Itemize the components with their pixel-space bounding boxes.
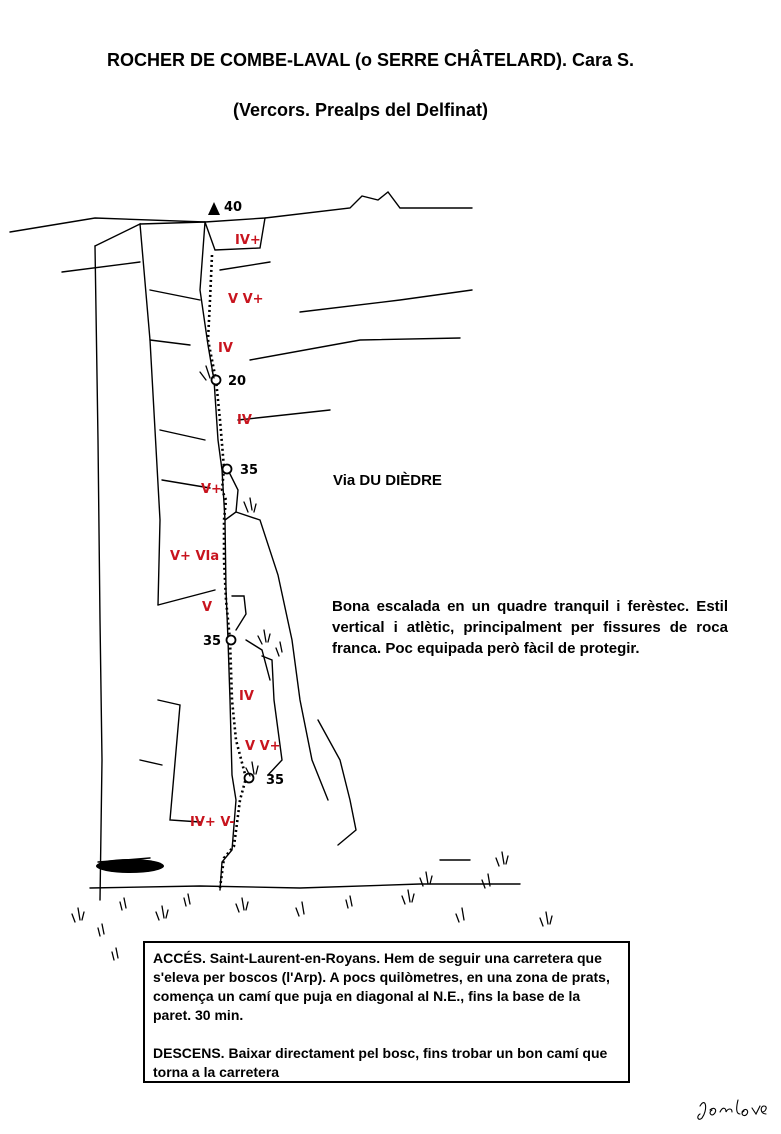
route-line — [206, 254, 248, 889]
grade-label: V — [202, 600, 212, 615]
grade-label: V+ VIa — [170, 549, 219, 564]
grass-tufts — [71, 365, 553, 961]
rock-outline — [9, 191, 521, 901]
summit-icon — [208, 202, 220, 215]
grade-label: IV — [239, 689, 254, 704]
access-text: ACCÉS. Saint-Laurent-en-Royans. Hem de s… — [153, 950, 610, 1023]
author-signature — [697, 1099, 767, 1120]
descent-text: DESCENS. Baixar directament pel bosc, fi… — [153, 1045, 608, 1080]
grade-label: IV — [218, 341, 233, 356]
grade-label: V V+ — [245, 739, 281, 754]
topo-subtitle: (Vercors. Prealps del Delfinat) — [232, 100, 489, 120]
grade-label: V V+ — [228, 292, 264, 307]
belay-point — [221, 463, 233, 475]
topo-title: ROCHER DE COMBE-LAVAL (o SERRE CHÂTELARD… — [106, 50, 635, 70]
belay-label: 35 — [240, 463, 258, 478]
grade-label: IV — [237, 413, 252, 428]
grade-label: V+ — [201, 482, 222, 497]
belay-label: 35 — [203, 634, 221, 649]
belay-label: 20 — [228, 374, 246, 389]
route-description: Bona escalada en un quadre tranquil i fe… — [332, 598, 728, 657]
belay-point — [210, 374, 222, 386]
cave-shape — [96, 859, 164, 873]
summit-label: 40 — [224, 200, 242, 215]
grade-label: IV+ V- — [190, 815, 235, 830]
grade-label: IV+ — [235, 233, 261, 248]
route-name: Via DU DIÈDRE — [333, 472, 442, 489]
belay-point — [225, 634, 237, 646]
belay-label: 35 — [266, 773, 284, 788]
belay-stations — [210, 374, 255, 784]
access-descent-box: ACCÉS. Saint-Laurent-en-Royans. Hem de s… — [143, 941, 630, 1083]
